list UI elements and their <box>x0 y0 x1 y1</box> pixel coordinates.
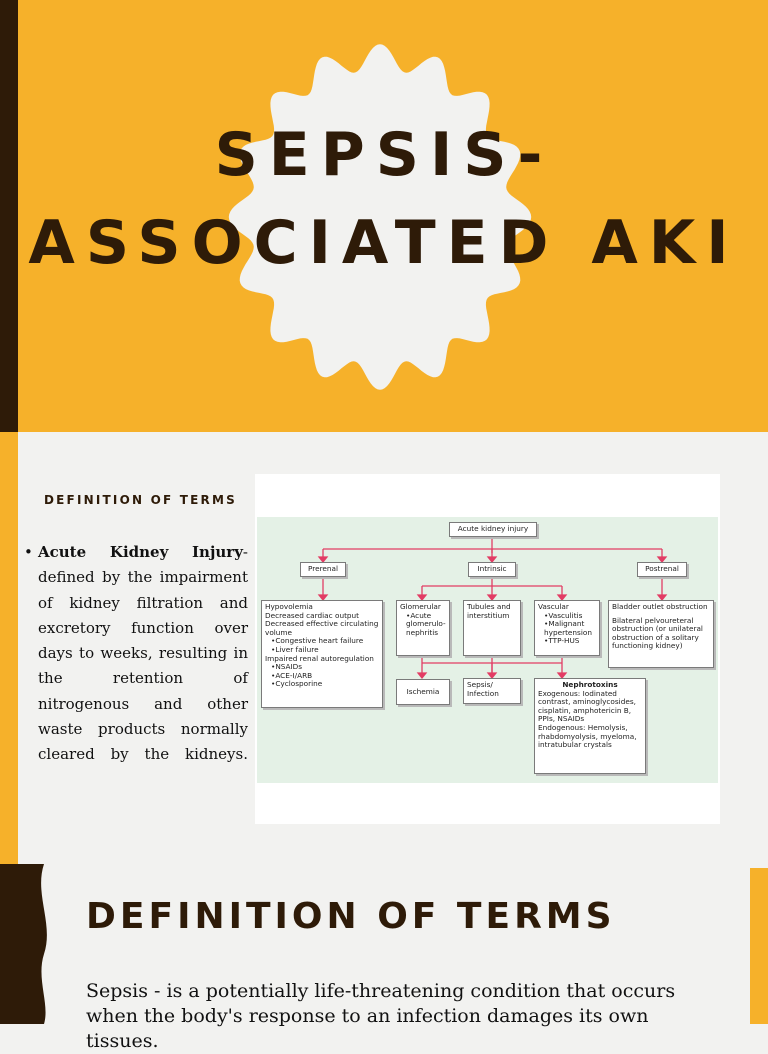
left-wave-bar <box>0 864 47 1024</box>
diagram-connectors <box>317 537 668 680</box>
definition-bullet: • Acute Kidney Injury- defined by the im… <box>24 540 248 768</box>
prerenal-node: Prerenal <box>300 562 346 577</box>
nephrotoxins-exogenous: Exogenous: Iodinated contrast, aminoglyc… <box>538 688 636 724</box>
postrenal-line: Bilateral pelvoureteral obstruction (or … <box>612 615 703 651</box>
prerenal-subitem: NSAIDs <box>271 663 379 672</box>
glomerular-node: Glomerular Acute glomerulo-nephritis <box>396 600 450 656</box>
bullet-text: - defined by the impairment of kidney fi… <box>38 543 248 739</box>
root-node: Acute kidney injury <box>449 522 537 537</box>
prerenal-line: Decreased cardiac output <box>265 610 360 620</box>
vascular-item: Vasculitis <box>544 611 596 621</box>
nephrotoxins-title: Nephrotoxins <box>562 680 618 689</box>
prerenal-subitem: Cyclosporine <box>271 680 379 689</box>
nephrotoxins-endogenous: Endogenous: Hemolysis, rhabdomyolysis, m… <box>538 722 637 750</box>
prerenal-subitem: Congestive heart failure <box>271 637 379 646</box>
left-accent-bar <box>0 432 18 864</box>
prerenal-subitem: Liver failure <box>271 645 379 655</box>
prerenal-line: Hypovolemia <box>265 602 313 611</box>
scalloped-badge <box>228 44 532 390</box>
diagram-panel: Acute kidney injury Prerenal Intrinsic P… <box>257 517 718 783</box>
vascular-title: Vascular <box>538 602 569 611</box>
bullet-term: Acute Kidney Injury <box>38 543 243 561</box>
prerenal-line: Impaired renal autoregulation <box>265 653 374 663</box>
prerenal-line: Decreased effective circulating volume <box>265 619 379 637</box>
sepsis-definition-text: Sepsis - is a potentially life-threateni… <box>86 980 676 1052</box>
vascular-item: TTP-HUS <box>544 637 596 646</box>
postrenal-causes: Bladder outlet obstruction Bilateral pel… <box>608 600 714 668</box>
title-slide: SEPSIS- ASSOCIATED AKI <box>0 0 768 432</box>
title-line-2: ASSOCIATED AKI <box>28 208 740 278</box>
postrenal-node: Postrenal <box>637 562 687 577</box>
vascular-item: Malignant hypertension <box>544 619 596 637</box>
prerenal-causes: Hypovolemia Decreased cardiac output Dec… <box>261 600 383 708</box>
bullet-icon: • <box>24 543 33 561</box>
glomerular-item: Acute glomerulo-nephritis <box>406 611 446 638</box>
left-accent-bar <box>0 0 18 432</box>
glomerular-title: Glomerular <box>400 602 441 611</box>
sepsis-definition-slide: DEFINITION OF TERMS Sepsis - is a potent… <box>0 864 768 1052</box>
sepsis-node: Sepsis/ Infection <box>463 678 521 704</box>
bullet-text-end: cleared by the kidneys. <box>38 745 248 764</box>
prerenal-subitem: ACE-I/ARB <box>271 671 379 681</box>
tubules-node: Tubules and interstitium <box>463 600 521 656</box>
section-heading: DEFINITION OF TERMS <box>44 493 237 507</box>
section-heading: DEFINITION OF TERMS <box>86 896 616 937</box>
intrinsic-node: Intrinsic <box>468 562 516 577</box>
definition-slide: DEFINITION OF TERMS • Acute Kidney Injur… <box>0 432 768 864</box>
vascular-node: Vascular Vasculitis Malignant hypertensi… <box>534 600 600 656</box>
postrenal-line: Bladder outlet obstruction <box>612 602 708 611</box>
title-line-1: SEPSIS- <box>214 120 554 190</box>
right-accent-bar <box>750 868 768 1024</box>
nephrotoxins-node: Nephrotoxins Exogenous: Iodinated contra… <box>534 678 646 774</box>
ischemia-node: Ischemia <box>396 679 450 705</box>
aki-classification-figure: Acute kidney injury Prerenal Intrinsic P… <box>255 474 720 824</box>
